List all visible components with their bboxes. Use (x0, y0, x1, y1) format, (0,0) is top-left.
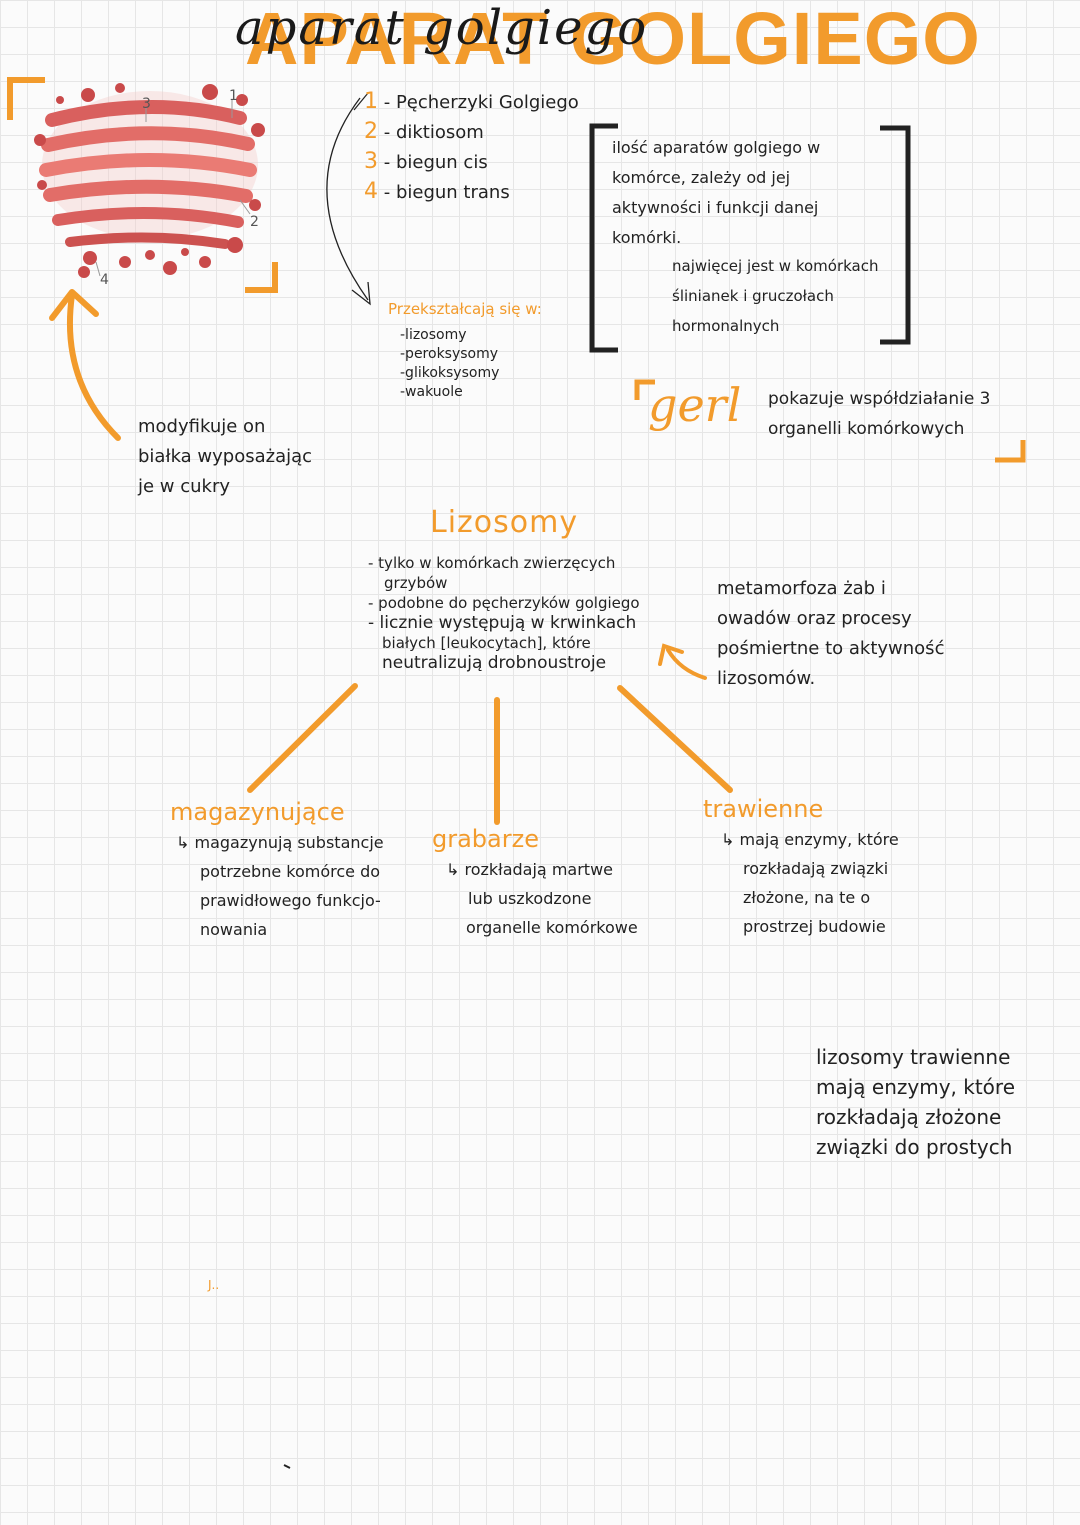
gerl-label: gerl (648, 378, 742, 432)
modify-note-line: je w cukry (138, 476, 231, 497)
amount-extra: najwięcej jest w komórkach ślinianek i g… (672, 251, 879, 341)
lysosome-type-storage: magazynujące ↳ magazynują substancje pot… (170, 798, 384, 944)
digestive-note-line: rozkładają złożone (816, 1105, 1002, 1129)
amount-extra-line: najwięcej jest w komórkach (672, 257, 879, 275)
lysosome-type-gravediggers: grabarze ↳ rozkładają martwe lub uszkodz… (432, 825, 638, 942)
footer-mark: J.. (208, 1278, 220, 1292)
metamorphosis-note: metamorfoza żab i owadów oraz procesy po… (717, 574, 944, 694)
type-desc-line: prostrzej budowie (743, 917, 886, 936)
metamorphosis-line: owadów oraz procesy (717, 608, 912, 629)
page-title: APARAT GOLGIEGO (245, 0, 981, 80)
type-desc-line: potrzebne komórce do (200, 862, 381, 881)
illustration-label-3: 3 (142, 96, 151, 112)
page-title-script: aparat golgiego (235, 0, 649, 56)
lysosome-type-name: magazynujące (170, 798, 345, 826)
digestive-note-line: mają enzymy, które (816, 1075, 1016, 1099)
amount-extra-line: ślinianek i gruczołach (672, 287, 834, 305)
digestive-note-line: lizosomy trawienne (816, 1045, 1011, 1069)
transform-heading: Przekształcają się w: (388, 300, 542, 318)
parts-list-item: 4 - biegun trans (364, 179, 510, 204)
lysosomes-line: grzybów (384, 574, 448, 592)
transform-item: -wakuole (400, 384, 463, 400)
type-desc-line: ↳ mają enzymy, które (721, 830, 899, 849)
type-desc-line: lub uszkodzone (468, 889, 592, 908)
metamorphosis-line: pośmiertne to aktywność (717, 638, 945, 659)
transform-item: -glikoksysomy (400, 365, 500, 381)
golgi-illustration (34, 83, 265, 278)
metamorphosis-line: metamorfoza żab i (717, 578, 886, 599)
lysosome-type-desc: ↳ mają enzymy, które rozkładają związki … (703, 825, 899, 941)
type-desc-line: prawidłowego funkcjo- (200, 891, 381, 910)
lysosomes-line: białych [leukocytach], które (382, 634, 591, 652)
lysosome-type-digestive: trawienne ↳ mają enzymy, które rozkładaj… (703, 795, 899, 941)
lysosome-type-desc: ↳ magazynują substancje potrzebne komórc… (170, 828, 384, 944)
parts-list-item: 3 - biegun cis (364, 149, 488, 174)
illustration-label-2: 2 (250, 214, 259, 230)
type-desc-line: ↳ rozkładają martwe (446, 860, 613, 879)
lysosome-type-desc: ↳ rozkładają martwe lub uszkodzone organ… (432, 855, 638, 942)
amount-note-line: aktywności i funkcji danej (612, 198, 819, 217)
gerl-note: pokazuje współdziałanie 3 organelli komó… (768, 384, 991, 444)
parts-list-item: 1 - Pęcherzyki Golgiego (364, 89, 579, 114)
lysosomes-description: - tylko w komórkach zwierzęcych grzybów … (368, 553, 640, 673)
type-desc-line: ↳ magazynują substancje (176, 833, 384, 852)
amount-note: ilość aparatów golgiego w komórce, zależ… (612, 133, 820, 253)
lysosomes-line: neutralizują drobnoustroje (382, 653, 607, 673)
gerl-note-line: pokazuje współdziałanie 3 (768, 389, 991, 409)
metamorphosis-line: lizosomów. (717, 668, 816, 689)
transform-block: Przekształcają się w: -lizosomy -peroksy… (388, 300, 542, 402)
type-desc-line: rozkładają związki (743, 859, 889, 878)
amount-extra-line: hormonalnych (672, 317, 780, 335)
type-desc-line: nowania (200, 920, 268, 939)
modify-note-line: modyfikuje on (138, 416, 266, 437)
type-desc-line: organelle komórkowe (466, 918, 638, 937)
modify-note-line: białka wyposażając (138, 446, 313, 467)
amount-note-line: ilość aparatów golgiego w (612, 138, 821, 157)
amount-note-line: komórce, zależy od jej (612, 168, 791, 187)
transform-item: -lizosomy (400, 327, 467, 343)
digestive-note-line: związki do prostych (816, 1135, 1013, 1159)
amount-note-line: komórki. (612, 228, 682, 247)
illustration-label-1: 1 (229, 88, 238, 104)
lysosomes-heading: Lizosomy (430, 505, 579, 540)
parts-list: 1 - Pęcherzyki Golgiego 2 - diktiosom 3 … (364, 87, 579, 207)
lysosome-type-name: grabarze (432, 825, 539, 853)
illustration-label-4: 4 (100, 272, 109, 288)
parts-list-item: 2 - diktiosom (364, 119, 484, 144)
lysosomes-line: - podobne do pęcherzyków golgiego (368, 594, 640, 612)
lysosome-type-name: trawienne (703, 795, 824, 823)
gerl-note-line: organelli komórkowych (768, 419, 965, 439)
lysosomes-line: - licznie występują w krwinkach (368, 613, 637, 633)
transform-item: -peroksysomy (400, 346, 499, 362)
modify-note: modyfikuje on białka wyposażając je w cu… (138, 412, 312, 502)
digestive-note: lizosomy trawienne mają enzymy, które ro… (816, 1042, 1015, 1162)
lysosomes-line: - tylko w komórkach zwierzęcych (368, 554, 616, 572)
type-desc-line: złożone, na te o (743, 888, 871, 907)
